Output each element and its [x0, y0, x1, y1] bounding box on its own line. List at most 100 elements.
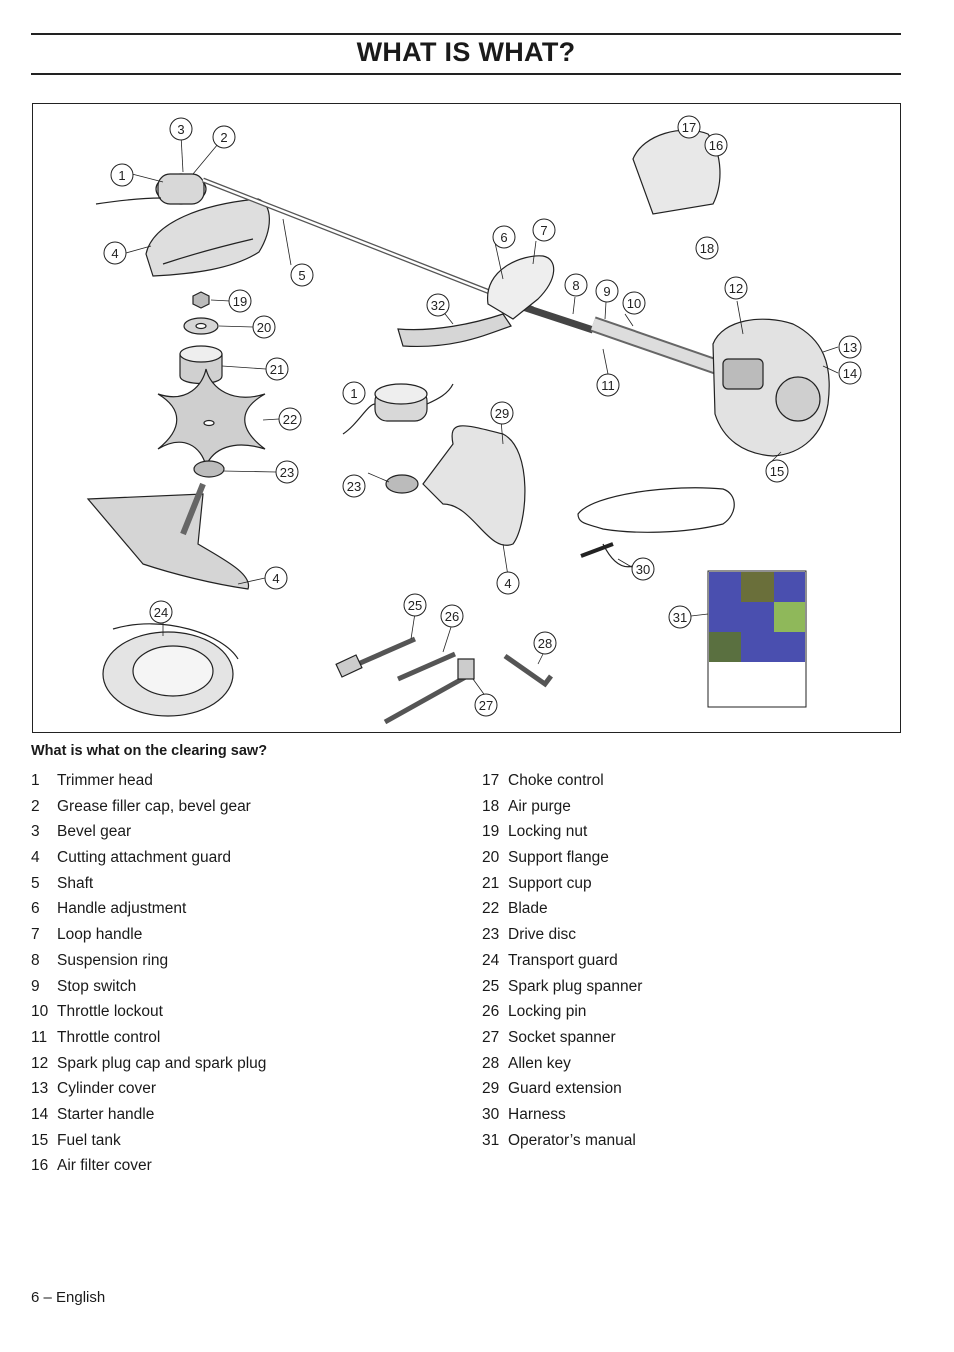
callout-label: 17 — [682, 120, 696, 135]
item-number: 6 — [31, 900, 40, 918]
callout-11: 11 — [596, 373, 620, 397]
callout-1a: 1 — [110, 163, 134, 187]
callout-label: 25 — [408, 598, 422, 613]
callout-label: 4 — [272, 571, 279, 586]
page-title: WHAT IS WHAT? — [356, 37, 576, 67]
item-number: 28 — [482, 1054, 500, 1072]
item-number: 20 — [482, 849, 500, 867]
callout-label: 7 — [540, 223, 547, 238]
callout-28: 28 — [533, 631, 557, 655]
callout-label: 8 — [572, 278, 579, 293]
callout-24: 24 — [149, 600, 173, 624]
item-label: Support cup — [508, 874, 592, 892]
list-item: 20 Support flange — [482, 848, 642, 874]
list-item: 30 Harness — [482, 1105, 642, 1131]
callout-1b: 1 — [342, 381, 366, 405]
callout-21: 21 — [265, 357, 289, 381]
operators-manual-drawing — [707, 570, 807, 708]
callout-22: 22 — [278, 407, 302, 431]
shaft-drawing — [202, 177, 726, 377]
list-item: 22 Blade — [482, 899, 642, 925]
item-number: 7 — [31, 926, 40, 944]
item-number: 29 — [482, 1080, 500, 1098]
callout-label: 4 — [504, 576, 511, 591]
callout-15: 15 — [765, 459, 789, 483]
callout-label: 5 — [298, 268, 305, 283]
callout-label: 30 — [636, 562, 650, 577]
item-number: 19 — [482, 823, 500, 841]
transport-guard-drawing — [102, 623, 239, 717]
callout-4a: 4 — [103, 241, 127, 265]
item-label: Support flange — [508, 849, 609, 867]
item-label: Spark plug spanner — [508, 977, 643, 995]
callout-23b: 23 — [342, 474, 366, 498]
item-number: 27 — [482, 1028, 500, 1046]
item-number: 16 — [31, 1157, 49, 1175]
callout-8: 8 — [564, 273, 588, 297]
item-label: Harness — [508, 1105, 566, 1123]
item-label: Air purge — [508, 797, 571, 815]
callout-7: 7 — [532, 218, 556, 242]
callout-label: 18 — [700, 241, 714, 256]
item-label: Fuel tank — [57, 1131, 121, 1149]
item-number: 25 — [482, 977, 500, 995]
callout-label: 26 — [445, 609, 459, 624]
list-item: 6 Handle adjustment — [31, 899, 266, 925]
item-label: Cylinder cover — [57, 1080, 157, 1098]
item-number: 5 — [31, 874, 40, 892]
callout-label: 32 — [431, 298, 445, 313]
callout-6: 6 — [492, 225, 516, 249]
item-label: Bevel gear — [57, 823, 132, 841]
item-number: 13 — [31, 1080, 49, 1098]
callout-10: 10 — [622, 291, 646, 315]
item-number: 31 — [482, 1131, 500, 1149]
item-number: 12 — [31, 1054, 49, 1072]
item-number: 11 — [31, 1028, 48, 1046]
item-label: Transport guard — [508, 951, 618, 969]
callout-26: 26 — [440, 604, 464, 628]
item-label: Blade — [508, 900, 548, 918]
callout-label: 16 — [709, 138, 723, 153]
callout-label: 23 — [347, 479, 361, 494]
callout-20: 20 — [252, 315, 276, 339]
item-label: Starter handle — [57, 1105, 155, 1123]
callout-label: 20 — [257, 320, 271, 335]
callout-label: 27 — [479, 698, 493, 713]
item-number: 30 — [482, 1105, 500, 1123]
callout-label: 24 — [154, 605, 168, 620]
list-item: 14 Starter handle — [31, 1105, 266, 1131]
callout-label: 2 — [220, 130, 227, 145]
callout-label: 1 — [118, 168, 125, 183]
item-number: 22 — [482, 900, 500, 918]
item-label: Stop switch — [57, 977, 137, 995]
item-number: 14 — [31, 1105, 49, 1123]
callout-2: 2 — [212, 125, 236, 149]
callout-label: 23 — [280, 465, 294, 480]
harness-drawing — [577, 487, 735, 568]
page-footer: 6 – English — [31, 1289, 106, 1306]
callout-label: 13 — [843, 340, 857, 355]
callout-9: 9 — [595, 279, 619, 303]
loop-handle-drawing — [397, 255, 555, 348]
callout-label: 4 — [111, 246, 118, 261]
item-number: 23 — [482, 926, 500, 944]
engine-drawing — [632, 129, 830, 457]
item-label: Handle adjustment — [57, 900, 187, 918]
